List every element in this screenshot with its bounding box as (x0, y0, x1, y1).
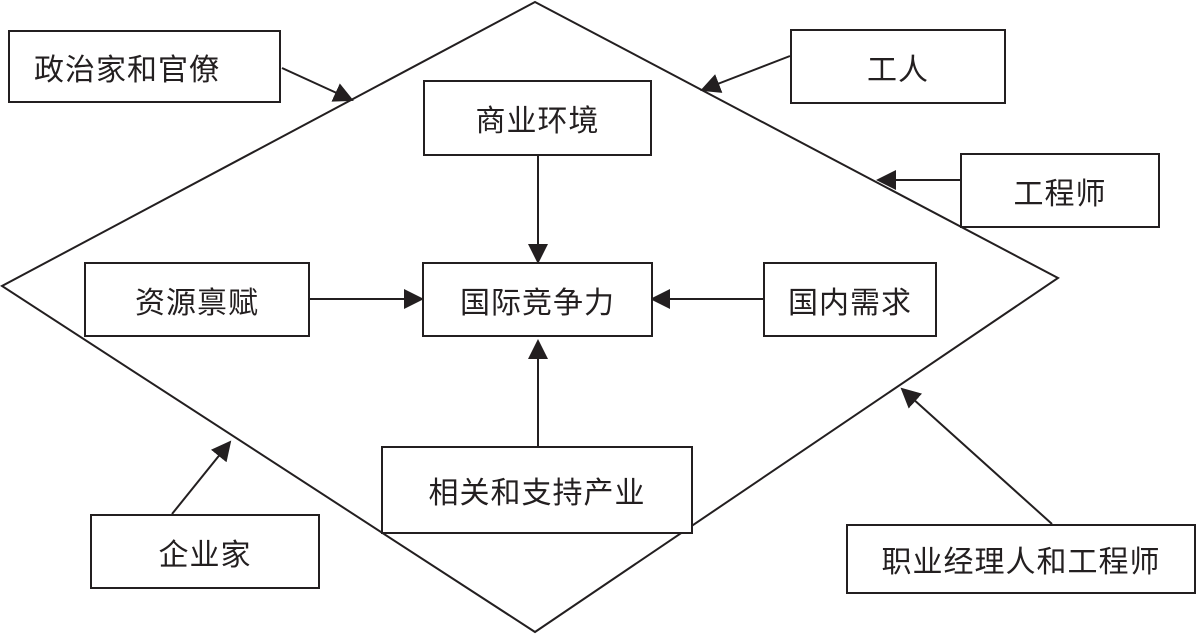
domestic-demand-label: 国内需求 (788, 285, 912, 321)
workers-label: 工人 (867, 52, 929, 88)
related-supporting-industries-box: 相关和支持产业 (381, 446, 693, 534)
entrepreneurs-label: 企业家 (158, 537, 252, 573)
engineers-box: 工程师 (960, 153, 1160, 228)
politicians-bureaucrats-label: 政治家和官僚 (34, 52, 220, 88)
business-environment-label: 商业环境 (475, 104, 600, 139)
arrow-managers-to-diamond (900, 387, 1053, 525)
international-competitiveness-label: 国际竞争力 (460, 285, 615, 321)
managers-engineers-box: 职业经理人和工程师 (846, 524, 1196, 594)
business-environment-box: 商业环境 (423, 80, 652, 156)
international-competitiveness-box: 国际竞争力 (422, 262, 653, 337)
related-supporting-industries-label: 相关和支持产业 (428, 476, 646, 511)
resource-endowment-label: 资源禀赋 (135, 285, 259, 321)
workers-box: 工人 (790, 29, 1006, 104)
arrow-workers-to-diamond (700, 55, 791, 93)
domestic-demand-box: 国内需求 (763, 262, 937, 337)
resource-endowment-box: 资源禀赋 (84, 262, 310, 337)
politicians-bureaucrats-box: 政治家和官僚 (8, 30, 281, 103)
arrow-entrepreneurs-to-diamond (171, 440, 232, 515)
engineers-label: 工程师 (1013, 176, 1107, 212)
entrepreneurs-box: 企业家 (90, 514, 320, 589)
arrow-politicians-to-diamond (281, 67, 354, 102)
managers-engineers-label: 职业经理人和工程师 (881, 545, 1161, 580)
